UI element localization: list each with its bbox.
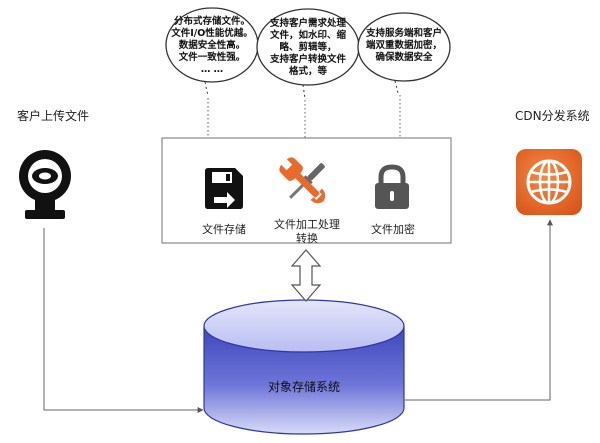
wrench-screwdriver-icon <box>279 157 326 204</box>
left-label-client-upload: 客户上传文件 <box>17 109 90 123</box>
bubble-line: 文件一致性强。 <box>178 52 246 63</box>
module-processing-line: 文件加工处理 <box>274 218 340 231</box>
bubble-line: 分布式存储文件。 <box>173 16 250 27</box>
bubble-line: … … <box>200 64 224 75</box>
cdn-flow-line <box>405 219 553 401</box>
bubble-encryption-text: 支持服务端和客户 端双重数据加密， 确保数据安全 <box>361 28 447 64</box>
object-storage-cylinder <box>203 299 405 435</box>
module-processing-label: 文件加工处理 转换 <box>270 218 344 246</box>
bubble-line: 文件，如水印、缩 <box>269 30 346 41</box>
bubble-processing-text: 支持客户需求处理 文件，如水印、缩 略、剪辑等， 支持客户转换文件 格式，等 <box>260 18 356 78</box>
right-label-cdn: CDN分发系统 <box>515 109 590 123</box>
floppy-disk-icon <box>205 168 243 209</box>
module-storage-label: 文件存储 <box>202 223 246 236</box>
bubble-line: 略、剪辑等， <box>279 42 337 53</box>
bubble-storage-text: 分布式存储文件。 文件I/O性能优越。 数据安全性高。 文件一致性强。 … … <box>170 16 254 76</box>
double-arrow <box>290 249 322 302</box>
bubble-line: 支持客户转换文件 <box>269 54 346 65</box>
bubble-line: 支持服务端和客户 <box>365 28 442 39</box>
bubble-line: 数据安全性高。 <box>178 40 246 51</box>
bubble-line: 支持客户需求处理 <box>269 18 346 29</box>
padlock-icon <box>375 164 409 209</box>
bubble-line: 格式，等 <box>288 66 327 77</box>
bubble-line: 文件I/O性能优越。 <box>171 28 253 39</box>
webcam-icon <box>19 150 71 219</box>
module-processing-line: 转换 <box>296 232 318 245</box>
bubble-encryption <box>357 12 451 94</box>
module-encryption-label: 文件加密 <box>371 223 415 236</box>
database-label: 对象存储系统 <box>267 380 340 394</box>
bubble-line: 确保数据安全 <box>375 52 433 63</box>
upload-flow-line <box>43 228 204 413</box>
bubble-line: 端双重数据加密， <box>365 40 442 51</box>
globe-icon <box>516 149 582 215</box>
